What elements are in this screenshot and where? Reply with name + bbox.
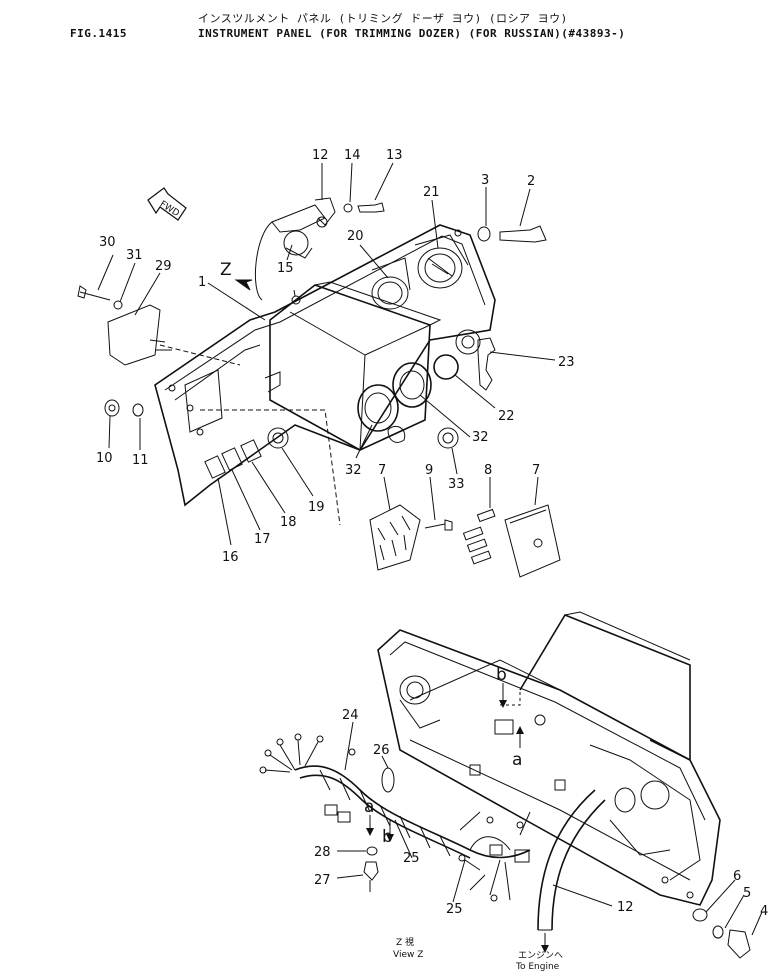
- callout-30: 30: [99, 235, 116, 250]
- lamp-15: [283, 230, 313, 259]
- callout-33: 33: [448, 477, 465, 492]
- marker-a-panel: a: [512, 750, 522, 770]
- callout-21: 21: [423, 185, 440, 200]
- washer-6: [692, 908, 708, 922]
- callout-3: 3: [481, 173, 489, 188]
- callout-22: 22: [498, 409, 515, 424]
- lower-view-z: [259, 611, 763, 959]
- callout-18: 18: [280, 515, 297, 530]
- washer-14: [343, 203, 353, 213]
- callout-15: 15: [277, 261, 294, 276]
- callout-19: 19: [308, 500, 325, 515]
- callout-16: 16: [222, 550, 239, 565]
- wire-harness-24: [259, 733, 531, 902]
- japanese-title: インスツルメント パネル (トリミング ドーザ ヨウ) (ロシア ヨウ): [198, 12, 568, 25]
- grommet-33: [437, 427, 459, 449]
- gauge-back-right: [609, 780, 671, 856]
- washer-11: [132, 403, 144, 417]
- gauge-20: [371, 257, 411, 310]
- connection-letters: b a a b: [364, 665, 522, 847]
- callout-1: 1: [198, 275, 206, 290]
- marker-a-harness: a: [364, 797, 374, 817]
- bracket-29: [77, 285, 172, 366]
- callout-25-right: 25: [446, 902, 463, 917]
- callout-32-right: 32: [472, 430, 489, 445]
- conduit-to-engine: [537, 789, 606, 953]
- callout-4: 4: [760, 904, 768, 919]
- washer-5: [712, 925, 724, 939]
- nut-14b: [291, 295, 301, 305]
- figure-title: INSTRUMENT PANEL (FOR TRIMMING DOZER) (F…: [198, 27, 626, 40]
- callout-11: 11: [132, 453, 149, 468]
- bolt-2: [499, 225, 547, 243]
- footer-captions: Z 視 View Z エンジンへ To Engine: [393, 936, 563, 972]
- figure-number: FIG.1415: [70, 27, 127, 40]
- marker-b-panel: b: [496, 665, 507, 685]
- gauge-32-right: [392, 362, 432, 408]
- gauge-back-left: [399, 675, 441, 729]
- gauge-housing: [269, 281, 442, 451]
- callout-25-left: 25: [403, 851, 420, 866]
- washer-3: [477, 226, 491, 242]
- callout-24: 24: [342, 708, 359, 723]
- fuses: [462, 508, 496, 565]
- to-engine-jp: エンジンへ: [518, 951, 563, 961]
- gauge-21: [414, 234, 469, 289]
- leader-lines: [97, 162, 556, 546]
- fwd-arrow-icon: FWD: [147, 187, 187, 221]
- callout-7-left: 7: [378, 463, 386, 478]
- callout-14: 14: [344, 148, 361, 163]
- callout-13: 13: [386, 148, 403, 163]
- callout-12: 12: [312, 148, 329, 163]
- callout-17: 17: [254, 532, 271, 547]
- callout-9: 9: [425, 463, 433, 478]
- callout-29: 29: [155, 259, 172, 274]
- callout-31: 31: [126, 248, 143, 263]
- bolt-13: [357, 202, 385, 213]
- lower-leader-lines: [336, 721, 763, 936]
- to-engine-caption: To Engine: [515, 962, 560, 972]
- switch-cluster: [204, 427, 289, 479]
- clamp-26: [381, 767, 395, 793]
- callout-numbers: 12 14 13 3 2 21 20 30 31 29 15 1 23 22 3…: [96, 148, 768, 919]
- plate-window: [184, 369, 223, 433]
- fuse-box: [369, 504, 421, 571]
- callout-27: 27: [314, 873, 331, 888]
- marker-b-harness: b: [382, 827, 393, 847]
- key-switch: [433, 329, 496, 391]
- bolt-27: [363, 861, 379, 892]
- callout-10: 10: [96, 451, 113, 466]
- view-z-caption: View Z: [393, 950, 423, 960]
- panel-back-plate: [154, 224, 496, 507]
- nut-10: [104, 399, 120, 417]
- bolt-4: [727, 929, 751, 959]
- fuse-box-cover: [504, 504, 561, 578]
- screw-9: [424, 519, 453, 531]
- callout-12-lower: 12: [617, 900, 634, 915]
- callout-8: 8: [484, 463, 492, 478]
- view-z-jp: Z 視: [396, 936, 414, 948]
- callout-2: 2: [527, 174, 535, 189]
- callout-20: 20: [347, 229, 364, 244]
- callout-28: 28: [314, 845, 331, 860]
- callout-7-right: 7: [532, 463, 540, 478]
- callout-32-left: 32: [345, 463, 362, 478]
- callout-6: 6: [733, 869, 741, 884]
- view-z-letter: Z: [220, 260, 232, 280]
- washer-28: [366, 846, 378, 856]
- callout-23: 23: [558, 355, 575, 370]
- upper-exploded-view: FWD Z: [77, 162, 561, 578]
- view-z-arrow-icon: [234, 279, 253, 291]
- connector-12: [254, 197, 336, 301]
- callout-26: 26: [373, 743, 390, 758]
- callout-5: 5: [743, 886, 751, 901]
- gauge-32-left: [357, 384, 399, 432]
